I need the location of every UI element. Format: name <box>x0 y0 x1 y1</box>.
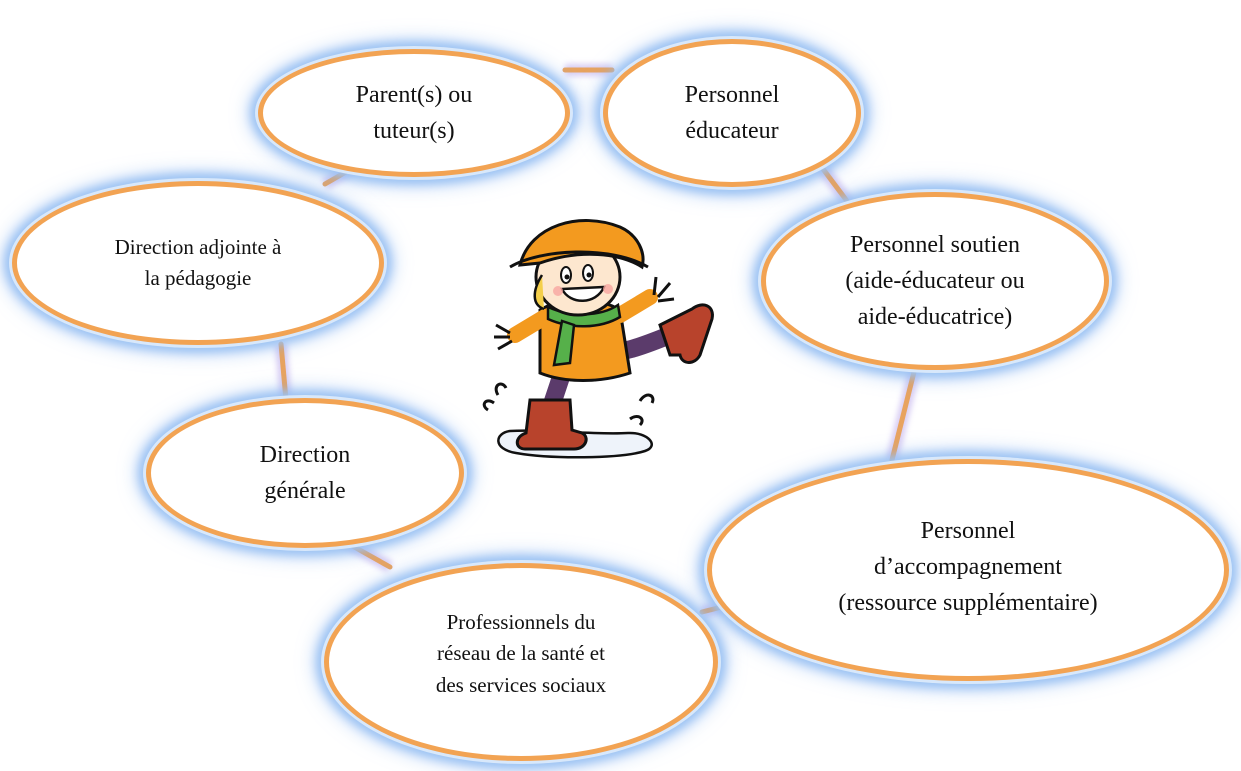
hand-left <box>494 323 513 351</box>
connector-soutien-accomp <box>889 365 918 463</box>
node-personnel-accompagnement: Personnel d’accompagnement (ressource su… <box>707 459 1229 681</box>
node-direction-adjointe-label: Direction adjointe à la pédagogie <box>114 234 282 291</box>
hat-brim <box>509 250 649 269</box>
node-personnel-educateur: Personnel éducateur <box>603 39 861 187</box>
hand-right <box>652 276 675 303</box>
node-direction-adjointe: Direction adjointe à la pédagogie <box>12 181 384 345</box>
connector-generale-adjointe <box>278 341 289 403</box>
boot-right-icon <box>658 303 714 364</box>
scarf-tail <box>552 319 576 367</box>
cheek-right <box>603 284 613 294</box>
node-parents-label: Parent(s) ou tuteur(s) <box>355 82 473 144</box>
node-professionnels-label: Professionnels du réseau de la santé et … <box>435 609 607 697</box>
cheek-left <box>553 286 563 296</box>
child-mascot-illustration <box>482 219 714 459</box>
node-direction-generale-label: Direction générale <box>259 442 351 504</box>
node-personnel-educateur-label: Personnel éducateur <box>684 82 780 144</box>
node-professionnels: Professionnels du réseau de la santé et … <box>324 563 718 761</box>
connector-educ-soutien <box>817 162 853 208</box>
node-personnel-soutien: Personnel soutien (aide-éducateur ou aid… <box>761 192 1109 370</box>
arm-right <box>612 289 658 323</box>
node-personnel-soutien-label: Personnel soutien (aide-éducateur ou aid… <box>845 232 1025 330</box>
pupil-left <box>564 274 570 280</box>
node-parents: Parent(s) ou tuteur(s) <box>258 49 570 177</box>
node-personnel-accompagnement-label: Personnel d’accompagnement (ressource su… <box>838 518 1098 616</box>
arm-left <box>507 309 553 343</box>
pupil-right <box>586 272 592 278</box>
boot-left-icon <box>515 398 588 451</box>
node-direction-generale: Direction générale <box>146 398 464 548</box>
hair <box>533 274 545 311</box>
